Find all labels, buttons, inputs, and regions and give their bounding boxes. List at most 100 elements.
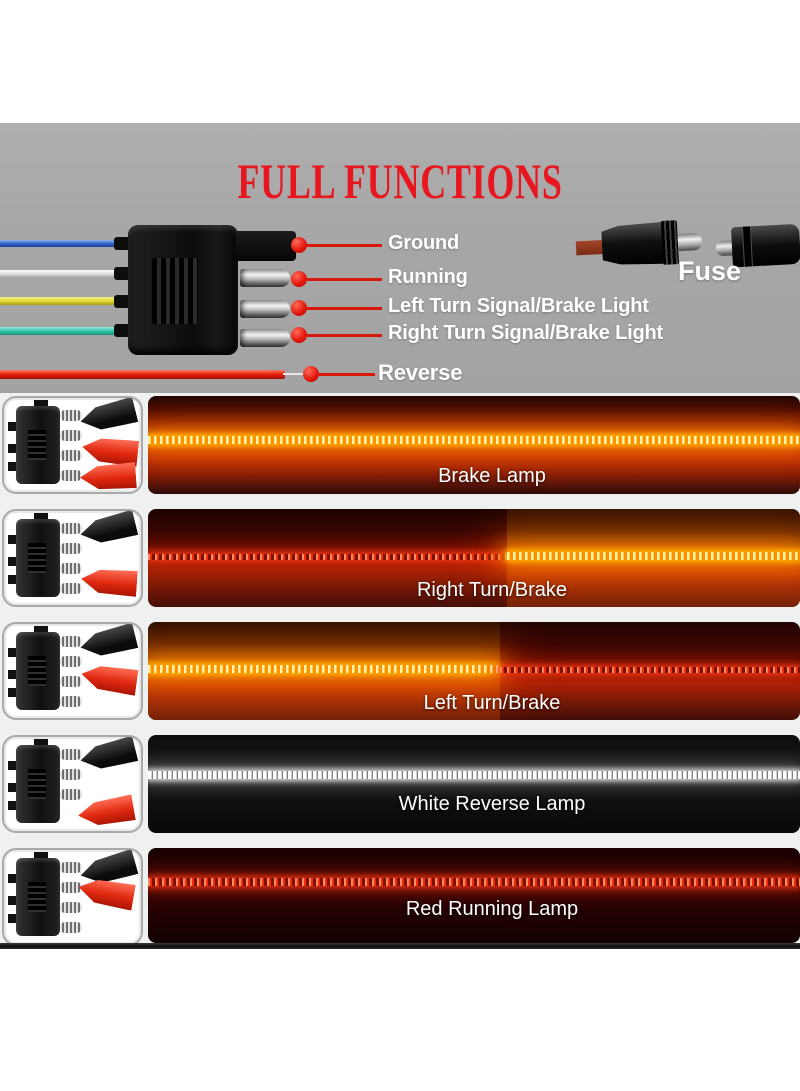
connector-stub [8, 688, 18, 697]
led-strip-amber [506, 552, 800, 561]
led-strip-red [500, 667, 800, 674]
connector-stub [8, 761, 18, 770]
spring-terminal [60, 922, 82, 933]
connector-clips-thumbnail [2, 396, 143, 494]
spring-terminal [60, 563, 82, 574]
fuse-metal-pin [677, 232, 703, 252]
fuse-body [730, 223, 800, 268]
function-label: Left Turn/Brake [423, 691, 561, 714]
red-alligator-clip [79, 462, 137, 492]
connector-clips-thumbnail [2, 622, 143, 720]
spring-terminal [60, 882, 82, 893]
connector-stub [34, 400, 48, 408]
right-turn-wire-green [0, 327, 132, 335]
callout-dot [291, 271, 307, 287]
spring-terminal [60, 470, 82, 481]
led-strip-red [148, 878, 800, 887]
callout-dot [291, 237, 307, 253]
spring-terminal [60, 902, 82, 913]
callout-dot [291, 300, 307, 316]
fuse-ribs [660, 220, 680, 265]
red-running-photo: Red Running Lamp [148, 848, 800, 943]
spring-terminal [60, 583, 82, 594]
white-reverse-photo: White Reverse Lamp [148, 735, 800, 833]
function-label: Brake Lamp [438, 464, 546, 487]
black-alligator-clip [78, 397, 139, 436]
connector-wire-tab [114, 237, 130, 250]
red-alligator-clip [76, 794, 136, 829]
red-alligator-clip [80, 567, 138, 597]
spring-terminal [60, 769, 82, 780]
thumb-connector-grille [28, 543, 46, 573]
spring-terminal [60, 636, 82, 647]
thumb-connector-grille [28, 430, 46, 460]
thumb-connector-grille [28, 882, 46, 912]
connector-stub [8, 914, 18, 923]
callout-line [305, 244, 382, 247]
connector-metal-pin [240, 300, 290, 318]
spring-terminal [60, 789, 82, 800]
connector-wire-tab [114, 324, 130, 337]
fuse-label: Fuse [678, 256, 742, 286]
black-alligator-clip [78, 623, 139, 662]
connector-metal-pin [240, 329, 290, 347]
spring-terminal [60, 676, 82, 687]
connector-stub [34, 626, 48, 634]
wire-function-label-running: Running [388, 266, 468, 288]
function-label: Right Turn/Brake [416, 578, 568, 601]
connector-stub [8, 648, 18, 657]
spring-terminal [60, 430, 82, 441]
callout-dot [303, 366, 319, 382]
black-alligator-clip [78, 510, 139, 549]
left-turn-wire-yellow [0, 297, 132, 305]
wire-function-label-left-turn: Left Turn Signal/Brake Light [388, 295, 649, 317]
spring-terminal [60, 656, 82, 667]
led-strip-white [148, 771, 800, 780]
running-wire-white [0, 270, 132, 278]
connector-stub [8, 444, 18, 453]
connector-stub [8, 783, 18, 792]
connector-clips-thumbnail [2, 509, 143, 607]
reverse-wire-end [283, 373, 311, 375]
right-turn-brake-photo: Right Turn/Brake [148, 509, 800, 607]
connector-stub [34, 513, 48, 521]
led-strip-amber [148, 665, 501, 674]
function-label: White Reverse Lamp [398, 792, 586, 815]
callout-line [305, 307, 382, 310]
callout-dot [291, 327, 307, 343]
connector-grille [152, 258, 198, 324]
callout-line [305, 334, 382, 337]
wire-function-label-reverse: Reverse [378, 360, 463, 385]
brake-lamp-photo: Brake Lamp [148, 396, 800, 494]
spring-terminal [60, 749, 82, 760]
connector-stub [8, 422, 18, 431]
connector-wire-tab [114, 295, 130, 308]
connector-stub [8, 535, 18, 544]
black-alligator-clip [78, 736, 139, 775]
spring-terminal [60, 450, 82, 461]
connector-stub [8, 557, 18, 566]
connector-female-terminal [236, 231, 296, 261]
wire-function-label-ground: Ground [388, 232, 460, 254]
wire-function-label-right-turn: Right Turn Signal/Brake Light [388, 322, 663, 344]
bottom-divider-bar [0, 943, 800, 949]
thumb-connector-grille [28, 656, 46, 686]
connector-stub [34, 852, 48, 860]
connector-stub [34, 739, 48, 747]
function-label: Red Running Lamp [405, 898, 579, 921]
spring-terminal [60, 543, 82, 554]
connector-stub [8, 670, 18, 679]
spring-terminal [60, 410, 82, 421]
connector-stub [8, 896, 18, 905]
fuse-body [601, 222, 665, 267]
page-title: FULL FUNCTIONS [237, 153, 563, 209]
connector-clips-thumbnail [2, 735, 143, 833]
connector-stub [8, 462, 18, 471]
spring-terminal [60, 523, 82, 534]
callout-line [317, 373, 375, 376]
callout-line [305, 278, 382, 281]
spring-terminal [60, 862, 82, 873]
ground-wire-blue [0, 240, 132, 247]
connector-wire-tab [114, 267, 130, 280]
